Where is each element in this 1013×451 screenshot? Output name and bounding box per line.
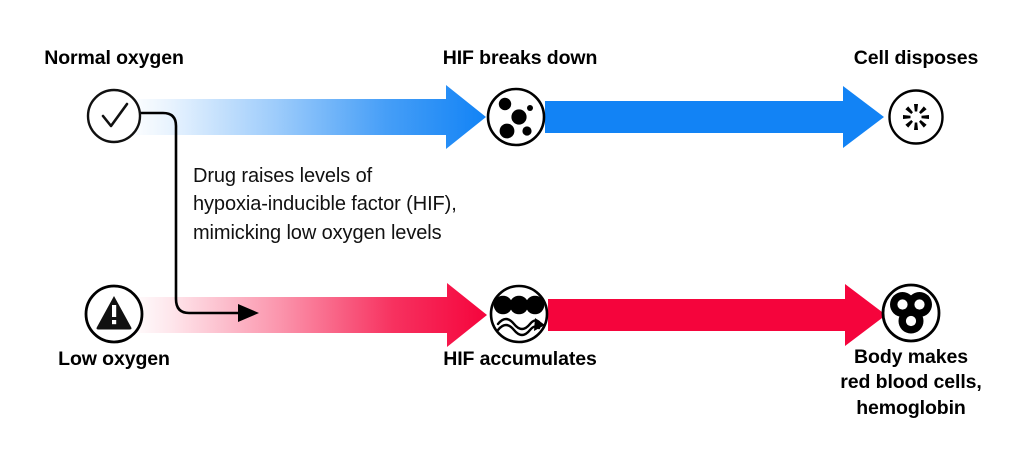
label-body-makes: Body makes red blood cells, hemoglobin [840, 345, 982, 421]
blue-solid-arrow-icon [545, 86, 884, 148]
red-gradient-arrow-icon [128, 283, 487, 347]
label-body-makes-line1: Body makes [854, 346, 968, 368]
label-normal-oxygen: Normal oxygen [44, 47, 184, 69]
hif-dna-circle-icon [489, 284, 549, 344]
drug-annotation: Drug raises levels of hypoxia-inducible … [193, 162, 457, 247]
fragmented-protein-circle-icon [486, 87, 546, 147]
label-body-makes-line3: hemoglobin [856, 396, 966, 419]
label-cell-disposes: Cell disposes [853, 47, 979, 69]
drug-annotation-line2: hypoxia-inducible factor (HIF), [193, 193, 457, 216]
label-hif-breaks-down: HIF breaks down [442, 47, 598, 69]
drug-annotation-line1: Drug raises levels of [193, 165, 373, 187]
label-hif-accumulates: HIF accumulates [443, 348, 597, 370]
blue-gradient-arrow-icon [128, 85, 486, 149]
warning-triangle-circle-icon [84, 284, 144, 344]
label-body-makes-line2: red blood cells, [840, 371, 982, 394]
label-low-oxygen: Low oxygen [58, 348, 170, 370]
red-solid-arrow-icon [548, 284, 886, 346]
check-circle-icon [86, 88, 142, 144]
drug-connector-arrow-icon [140, 111, 259, 322]
red-blood-cells-circle-icon [881, 283, 941, 343]
drug-annotation-line3: mimicking low oxygen levels [193, 221, 442, 244]
disposal-burst-circle-icon [888, 89, 944, 145]
